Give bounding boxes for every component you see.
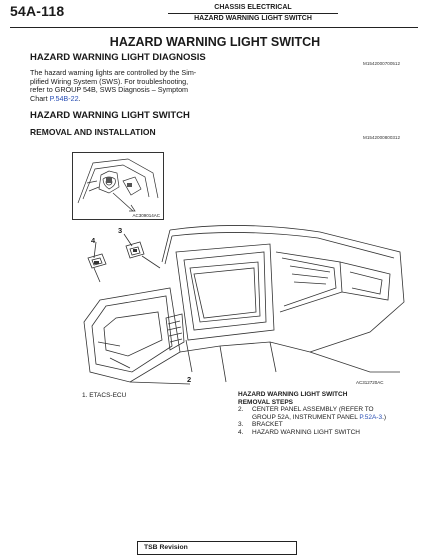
page-number: 54A-118 — [10, 3, 65, 19]
removal-heading: REMOVAL AND INSTALLATION — [30, 127, 156, 137]
list-item: 3. BRACKET — [238, 421, 423, 429]
list-item: GROUP 52A, INSTRUMENT PANEL P.52A-3.) — [238, 414, 423, 422]
inset-figure: AC309014AC — [72, 152, 164, 220]
diagnosis-line: plified Wiring System (SWS). For trouble… — [30, 76, 189, 86]
inset-drawing — [77, 158, 159, 212]
diagnosis-paragraph: The hazard warning lights are controlled… — [30, 68, 230, 104]
callout-2: 2 — [187, 375, 192, 384]
chart-suffix: . — [78, 93, 81, 103]
page-header: CHASSIS ELECTRICAL HAZARD WARNING LIGHT … — [168, 3, 338, 23]
step-number: 2. — [238, 406, 244, 414]
link-54b-22[interactable]: P.54B-22 — [49, 93, 79, 103]
step-number — [238, 414, 252, 422]
tsb-revision-label: TSB Revision — [144, 543, 188, 551]
step-text: CENTER PANEL ASSEMBLY (REFER TO — [252, 406, 374, 414]
list-item: 2. CENTER PANEL ASSEMBLY (REFER TO — [238, 406, 423, 414]
main-figure-label: AC312720AC — [356, 380, 384, 385]
step-text: GROUP 52A, INSTRUMENT PANEL P.52A-3.) — [252, 414, 386, 422]
removal-code: M1542000800312 — [363, 135, 401, 140]
callout-4: 4 — [91, 236, 96, 245]
step-text: BRACKET — [252, 421, 283, 429]
diagnosis-code: M1542000700512 — [363, 61, 401, 66]
switch-heading: HAZARD WARNING LIGHT SWITCH — [30, 110, 190, 121]
main-title: HAZARD WARNING LIGHT SWITCH — [109, 35, 321, 49]
diagnosis-line: The hazard warning lights are controlled… — [30, 68, 197, 77]
steps-subtitle: REMOVAL STEPS — [238, 398, 294, 406]
step-number: 3. — [238, 421, 244, 429]
step-text-prefix: GROUP 52A, INSTRUMENT PANEL — [252, 413, 360, 421]
header-rule — [10, 27, 418, 28]
subsection-title: HAZARD WARNING LIGHT SWITCH — [168, 13, 338, 23]
section-title: CHASSIS ELECTRICAL — [214, 4, 292, 11]
main-figure — [83, 225, 405, 385]
step-text-suffix: .) — [382, 413, 387, 421]
step-text: HAZARD WARNING LIGHT SWITCH — [252, 428, 360, 436]
diagnosis-line: refer to GROUP 54B, SWS Diagnosis – Symp… — [30, 85, 189, 95]
diagnosis-line: Chart P.54B-22. — [30, 93, 230, 104]
step-number: 4. — [238, 428, 244, 436]
chart-prefix: Chart — [30, 93, 50, 103]
steps-title: HAZARD WARNING LIGHT SWITCH — [238, 391, 348, 398]
link-52a-3[interactable]: P.52A-3 — [359, 413, 383, 421]
tsb-revision-box: TSB Revision — [137, 541, 297, 555]
list-item: 4. HAZARD WARNING LIGHT SWITCH — [238, 429, 423, 437]
inset-figure-label: AC309014AC — [132, 213, 160, 218]
callout-3: 3 — [118, 226, 123, 235]
removal-steps: HAZARD WARNING LIGHT SWITCH REMOVAL STEP… — [238, 391, 423, 437]
diagnosis-heading: HAZARD WARNING LIGHT DIAGNOSIS — [30, 52, 206, 63]
legend-item-1: 1. ETACS-ECU — [82, 392, 127, 399]
